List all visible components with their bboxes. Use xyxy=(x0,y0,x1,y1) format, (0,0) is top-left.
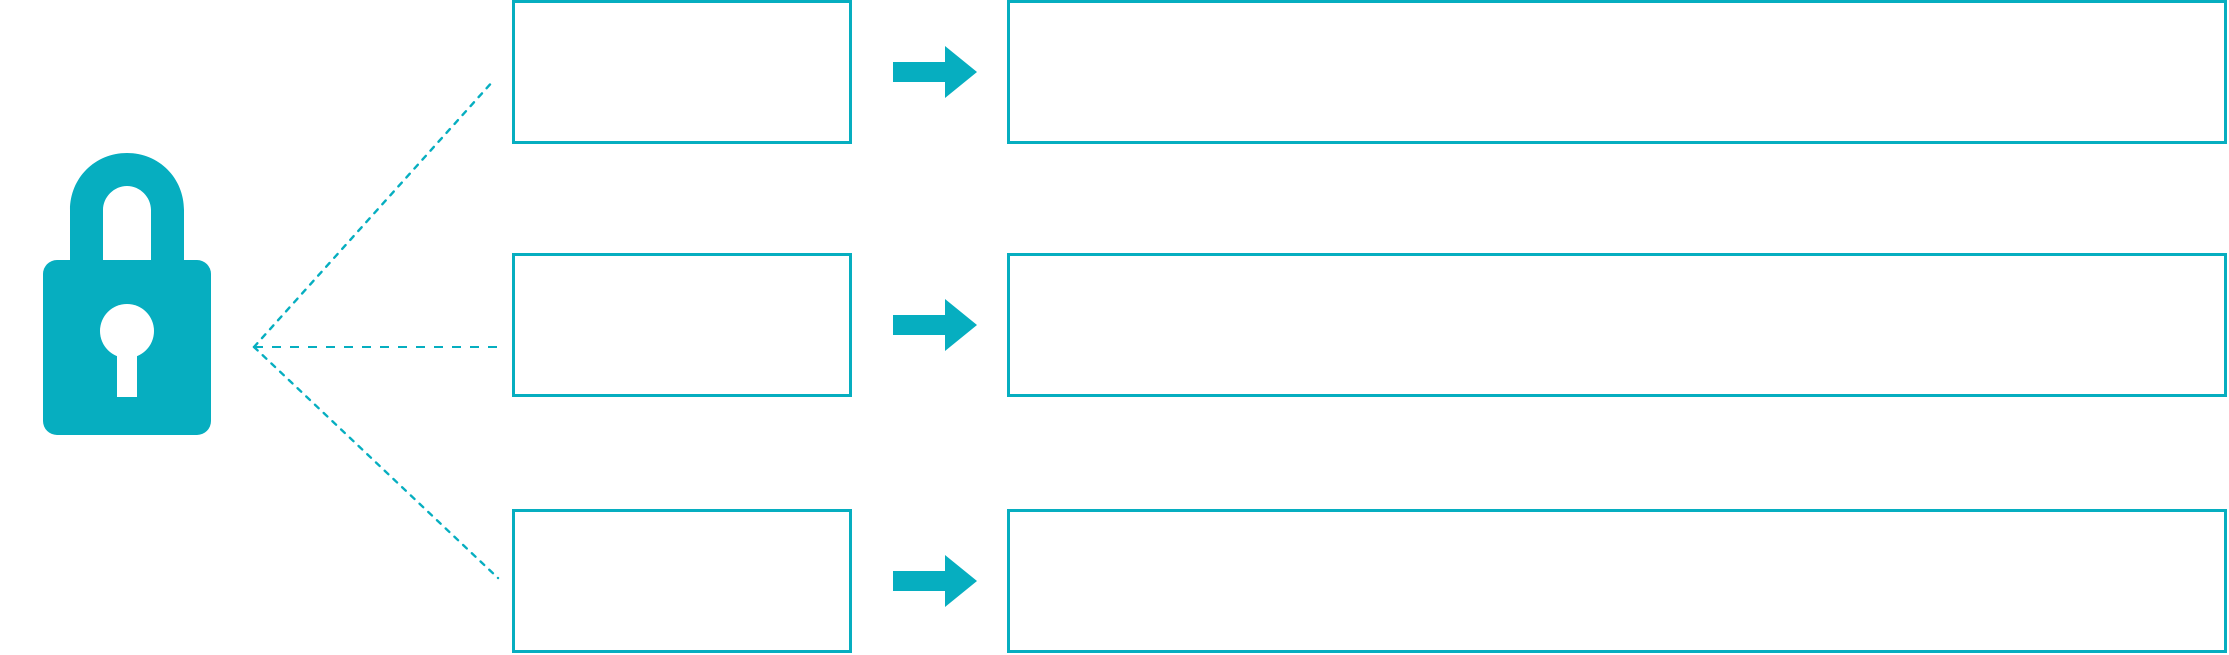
diagram-row xyxy=(0,253,2229,399)
cause-box-label-row-2 xyxy=(515,256,849,276)
cause-box-label-row-3 xyxy=(515,512,849,532)
right-arrow-icon-row-3 xyxy=(893,555,977,607)
lock-icon xyxy=(43,153,211,435)
effect-box-label-row-3 xyxy=(1010,512,2224,532)
cause-box-row-2[interactable] xyxy=(512,253,852,397)
right-arrow-icon-row-2 xyxy=(893,299,977,351)
effect-box-row-3[interactable] xyxy=(1007,509,2227,653)
effect-box-row-1[interactable] xyxy=(1007,0,2227,144)
diagram-row xyxy=(0,0,2229,146)
cause-box-row-3[interactable] xyxy=(512,509,852,653)
effect-box-label-row-2 xyxy=(1010,256,2224,276)
diagram-row xyxy=(0,509,2229,655)
effect-box-label-row-1 xyxy=(1010,3,2224,23)
right-arrow-icon-row-1 xyxy=(893,46,977,98)
cause-box-label-row-1 xyxy=(515,3,849,23)
cause-box-row-1[interactable] xyxy=(512,0,852,144)
effect-box-row-2[interactable] xyxy=(1007,253,2227,397)
